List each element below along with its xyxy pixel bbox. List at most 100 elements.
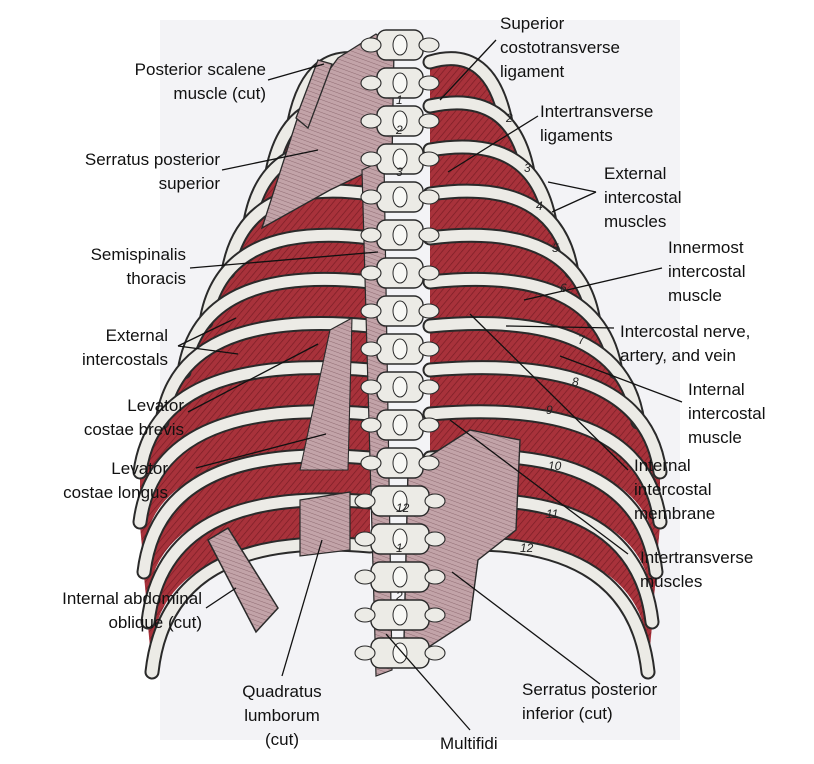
rib (424, 97, 534, 178)
rib-number-label: 5 (552, 241, 559, 255)
posterior-scalene-muscle (295, 59, 333, 130)
spinous-process (392, 186, 408, 208)
intercostal-muscle-band (430, 109, 550, 218)
transverse-process (354, 607, 376, 623)
rib (134, 362, 376, 478)
transverse-process (424, 569, 446, 585)
spinous-process (392, 262, 408, 284)
rib-number-label: 11 (546, 507, 558, 521)
spinous-process (392, 452, 408, 474)
transverse-process (354, 531, 376, 547)
intercostal-muscle-band (430, 374, 661, 518)
rib-number-label: 12 (520, 541, 534, 555)
spinous-process (392, 338, 408, 360)
spinous-process (392, 110, 408, 132)
rib-number-label: 8 (572, 375, 579, 389)
transverse-process (360, 303, 382, 319)
transverse-process (354, 569, 376, 585)
quadratus-lumborum-muscle (299, 491, 351, 557)
rib (424, 53, 512, 128)
transverse-process (424, 531, 446, 547)
lumbar-vertebra-number: 1 (396, 541, 403, 555)
spinous-process (392, 34, 408, 56)
spinous-process (392, 72, 408, 94)
intercostal-muscle-band (206, 197, 370, 318)
transverse-process (424, 607, 446, 623)
spinous-process (392, 604, 408, 626)
transverse-process (418, 75, 440, 91)
spinous-process (392, 148, 408, 170)
transverse-process (418, 379, 440, 395)
levator-costae-muscles (299, 317, 353, 471)
intercostal-muscle-band (430, 418, 660, 568)
vertebral-column (354, 29, 446, 669)
transverse-process (418, 113, 440, 129)
spinous-process (392, 642, 408, 664)
rib-number-label: 9 (546, 403, 553, 417)
transverse-process (360, 379, 382, 395)
transverse-process (354, 645, 376, 661)
transverse-process (360, 341, 382, 357)
transverse-process (424, 645, 446, 661)
thoracic-vertebra-number: 3 (396, 165, 403, 179)
intercostal-muscle-band (430, 153, 572, 268)
rib (200, 229, 376, 328)
intercostal-muscle-band (144, 462, 370, 618)
transverse-process (360, 113, 382, 129)
transverse-process (360, 37, 382, 53)
transverse-process (418, 303, 440, 319)
thoracic-vertebra-number: 2 (395, 123, 403, 137)
label-intercostal-nerve-artery-vein: Intercostal nerve,artery, and vein (620, 322, 751, 365)
rib (156, 318, 376, 428)
rib (424, 406, 666, 528)
intercostal-muscle-band (430, 462, 656, 618)
internal-abdominal-oblique-muscle (207, 526, 279, 634)
rib-number-label: 10 (548, 459, 562, 473)
rib-number-label: 4 (536, 199, 543, 213)
rib (424, 273, 622, 378)
transverse-process (360, 265, 382, 281)
transverse-process (418, 227, 440, 243)
thoracic-vertebra-number: 12 (396, 501, 410, 515)
spinous-process (392, 490, 408, 512)
lumbar-vertebra-number: 2 (395, 589, 403, 603)
spinous-process (392, 414, 408, 436)
transverse-process (360, 227, 382, 243)
transverse-process (360, 455, 382, 471)
transverse-process (418, 265, 440, 281)
transverse-process (354, 493, 376, 509)
rib-number-label: 6 (560, 281, 567, 295)
rib (424, 362, 666, 478)
intercostal-muscle-band (148, 506, 370, 668)
label-multifidi: Multifidi (440, 734, 498, 753)
transverse-process (418, 37, 440, 53)
spinous-process (392, 224, 408, 246)
spinous-process (392, 376, 408, 398)
spinous-process (392, 566, 408, 588)
rib (178, 273, 376, 378)
spinous-process (392, 300, 408, 322)
intercostal-muscle-band (430, 65, 528, 168)
thoracic-vertebra-number: 1 (396, 93, 403, 107)
transverse-process (360, 417, 382, 433)
intercostal-muscle-band (139, 374, 370, 518)
transverse-process (424, 493, 446, 509)
rib (424, 185, 578, 278)
transverse-process (360, 151, 382, 167)
leader-lines (177, 39, 683, 731)
transverse-process (418, 455, 440, 471)
